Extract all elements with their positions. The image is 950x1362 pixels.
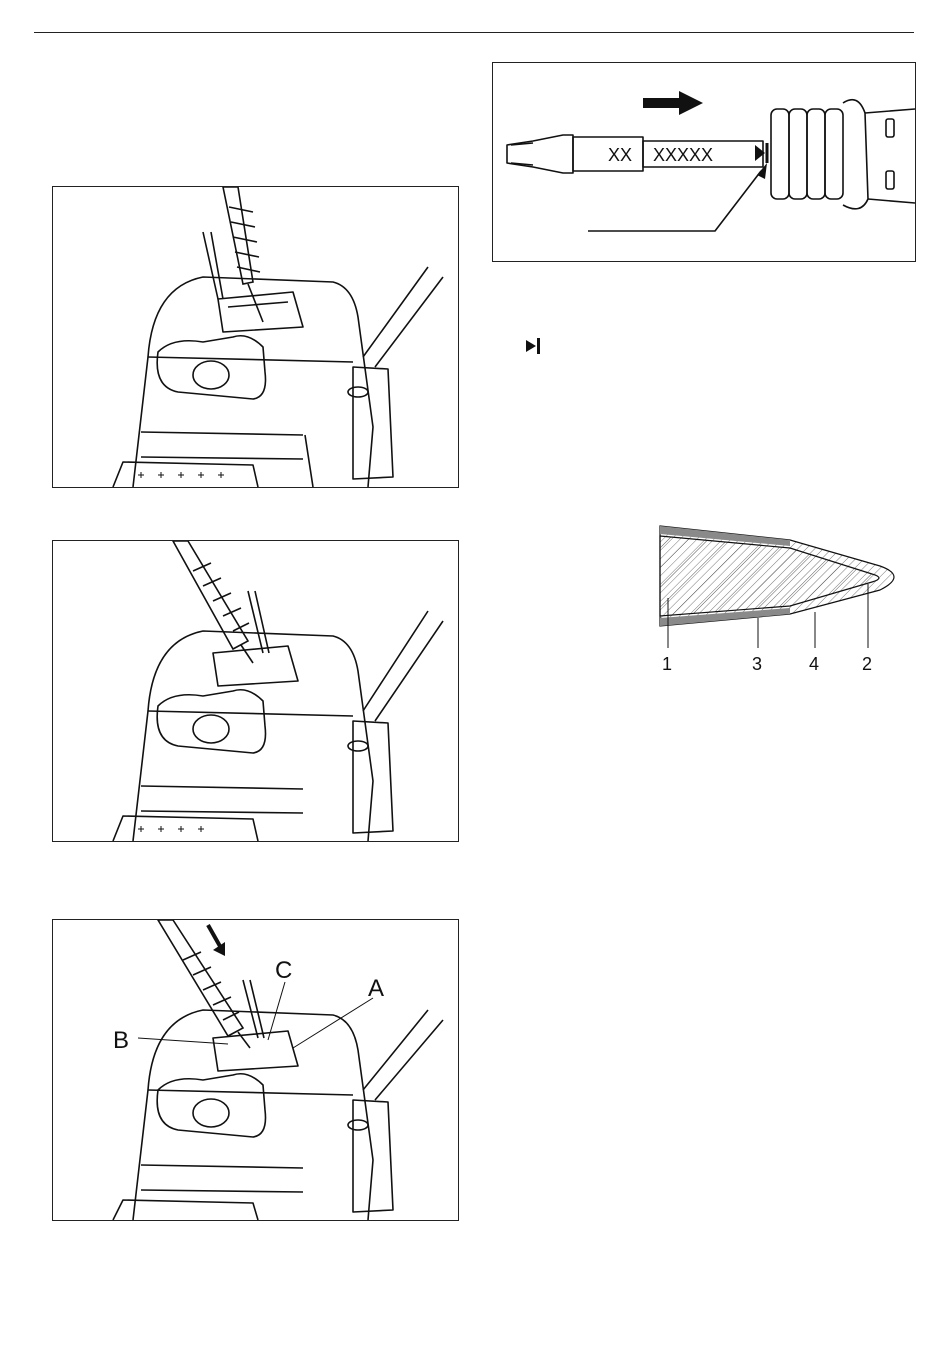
header-rule [34, 32, 914, 33]
tip-code-short: XX [608, 145, 632, 165]
figure-station-iron-insert [52, 540, 459, 842]
figure-station-callouts: B C A [52, 919, 459, 1221]
figure-tip-section: 1 3 4 2 [650, 518, 920, 680]
section-label-3: 3 [752, 654, 762, 674]
section-label-1: 1 [662, 654, 672, 674]
callout-c: C [275, 957, 292, 984]
section-label-2: 2 [862, 654, 872, 674]
figure-station-iron-parked [52, 186, 459, 488]
tip-illustration: XX XXXXX [493, 63, 915, 261]
station-illustration [53, 187, 458, 487]
station-illustration: B C A [53, 920, 458, 1220]
figure-tip-marking: XX XXXXX [492, 62, 916, 262]
callout-b: B [113, 1027, 129, 1054]
tip-code-long: XXXXX [653, 145, 713, 165]
end-mark-icon [524, 336, 544, 356]
tip-section-illustration: 1 3 4 2 [650, 518, 920, 680]
section-label-4: 4 [809, 654, 819, 674]
station-illustration [53, 541, 458, 841]
callout-a: A [368, 975, 384, 1002]
